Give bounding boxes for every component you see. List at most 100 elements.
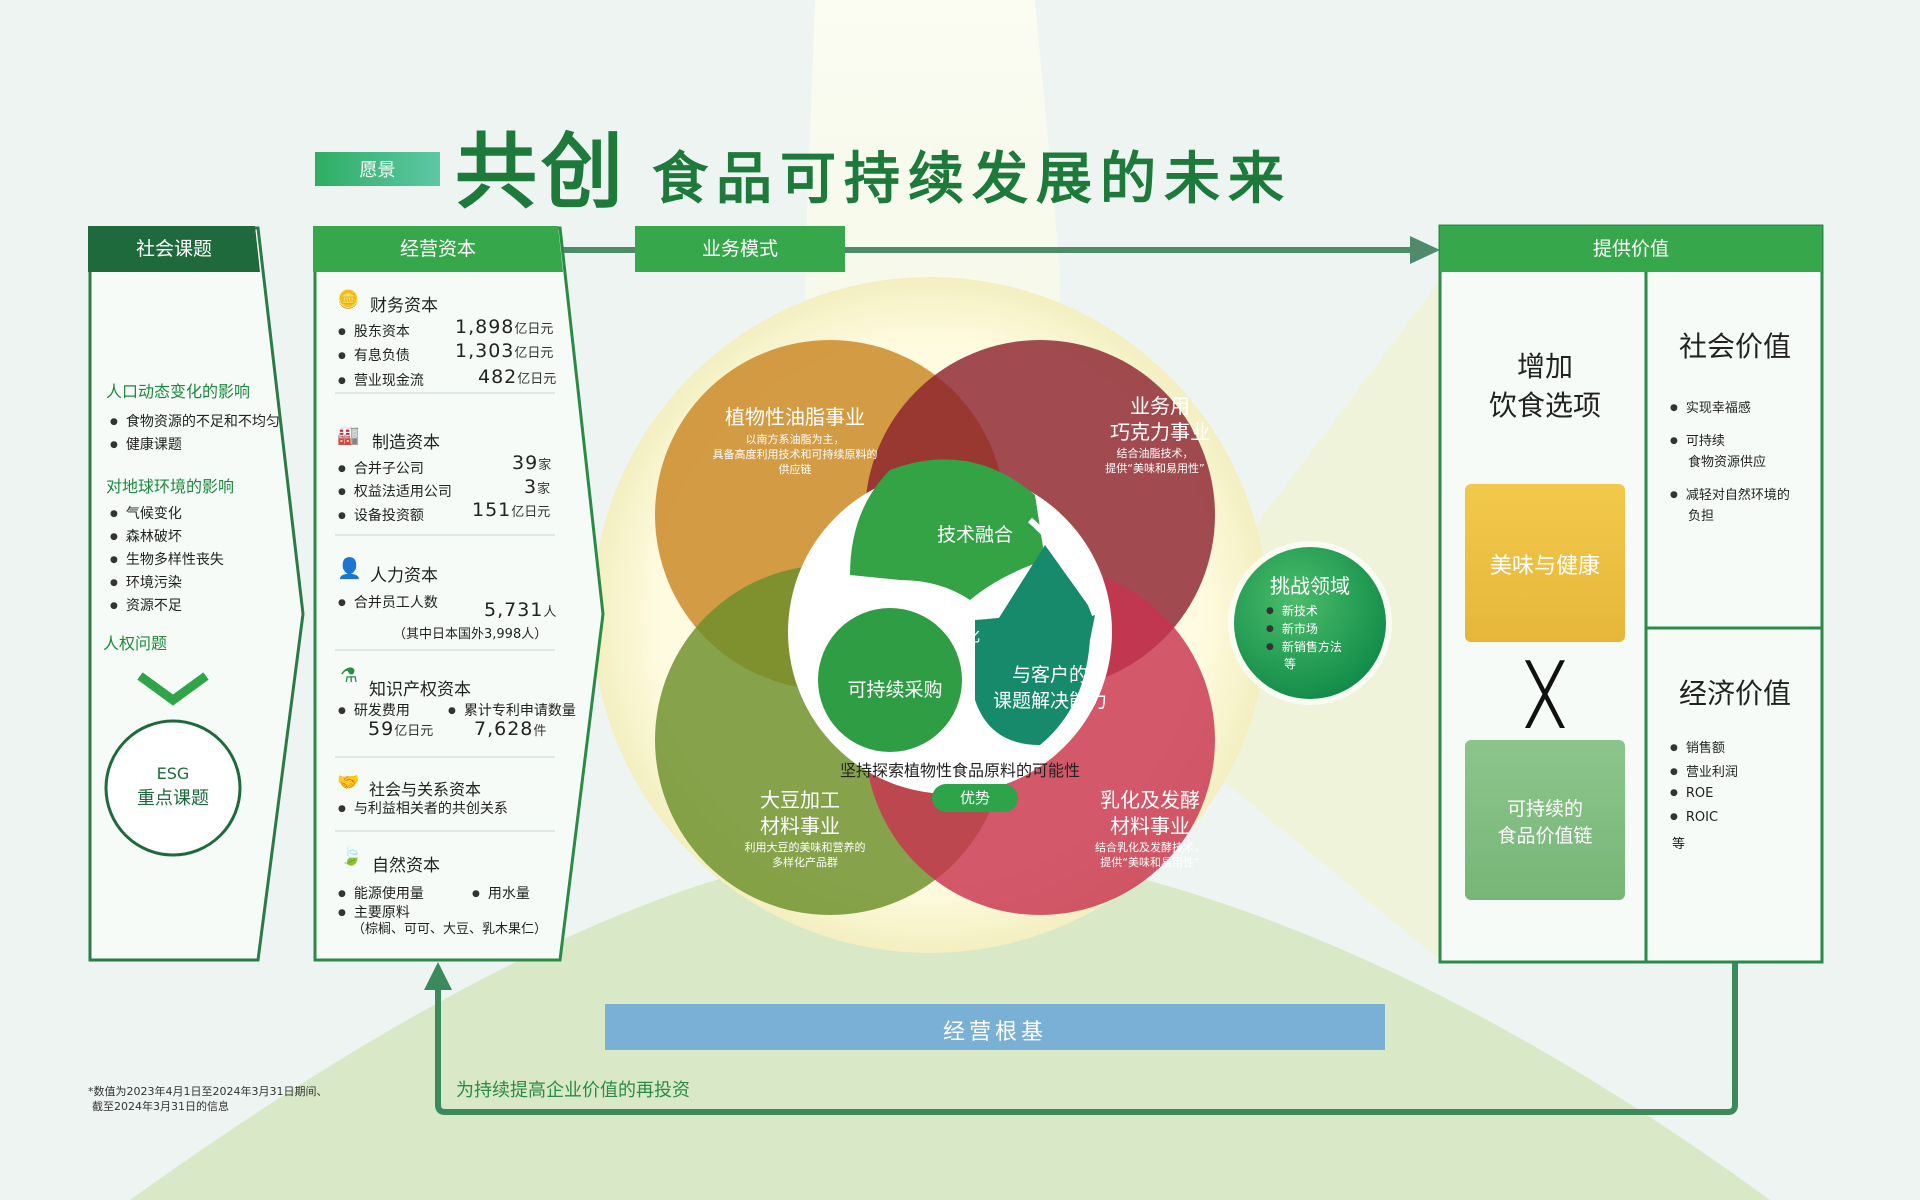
oils-fats-desc: 具备高度利用技术和可持续原料的 <box>712 448 878 461</box>
sustainable-chain-box: 食品价值链 <box>1497 825 1593 847</box>
capital-item: 用水量 <box>472 883 530 903</box>
capital-value: 151亿日元 <box>472 499 551 521</box>
capital-note: （棕榈、可可、大豆、乳木果仁） <box>352 922 548 937</box>
capital-item: 设备投资额 <box>338 505 424 525</box>
person-icon: 👤 <box>337 556 362 580</box>
soy-title: 大豆加工 <box>760 788 840 812</box>
issue-item: 资源不足 <box>110 595 182 615</box>
chocolate-title: 巧克力事业 <box>1110 420 1210 444</box>
oils-fats-title: 植物性油脂事业 <box>725 405 865 429</box>
soy-title: 材料事业 <box>760 814 840 838</box>
chocolate-desc: 提供“美味和易用性” <box>1105 462 1205 475</box>
capital-value: 1,303亿日元 <box>455 340 554 362</box>
footnote: *数值为2023年4月1日至2024年3月31日期间、 <box>88 1085 328 1098</box>
issue-item: 森林破坏 <box>110 526 182 546</box>
capital-value: 59亿日元 <box>368 718 434 740</box>
capital-note: （其中日本国外3,998人） <box>393 627 548 642</box>
issue-item: 健康课题 <box>110 434 182 454</box>
footnote: 截至2024年3月31日的信息 <box>92 1100 229 1113</box>
strength-badge: 优势 <box>959 789 990 807</box>
capital-item: 主要原料 <box>338 902 410 922</box>
sustainable-chain-box: 可持续的 <box>1506 798 1583 820</box>
core-high-value: 高附加 <box>942 604 988 622</box>
title-emphasis: 共创 <box>455 125 628 220</box>
social-value-title: 社会价值 <box>1678 330 1791 363</box>
economic-value-etc: 等 <box>1672 837 1686 852</box>
emulsion-desc: 结合乳化及发酵技术， <box>1095 841 1205 854</box>
oils-fats-desc: 供应链 <box>778 463 812 476</box>
value-heading: 提供价值 <box>1592 238 1669 260</box>
capital-title: 社会与关系资本 <box>369 780 482 799</box>
page-title: 食品可持续发展的未来 <box>652 147 1292 212</box>
handshake-icon: 🤝 <box>337 772 360 793</box>
issue-group-title: 人权问题 <box>103 634 168 653</box>
social-value-item: 减轻对自然环境的 <box>1670 484 1790 503</box>
issue-item: 食物资源的不足和不均匀 <box>110 411 280 431</box>
core-sustainable-sourcing: 可持续采购 <box>847 679 943 701</box>
core-banner: 坚持探索植物性食品原料的可能性 <box>839 761 1080 780</box>
capital-title: 知识产权资本 <box>369 680 471 700</box>
capital-value: 1,898亿日元 <box>455 316 554 338</box>
economic-value-title: 经济价值 <box>1678 677 1791 710</box>
social-value-item: 负担 <box>1688 509 1715 524</box>
core-customer-solutions: 课题解决能力 <box>992 690 1107 712</box>
capital-value: 3家 <box>524 476 551 498</box>
challenge-item: 新销售方法 <box>1266 638 1342 655</box>
cross-icon: ╳ <box>1527 660 1563 728</box>
chocolate-title: 业务用 <box>1130 394 1190 418</box>
capital-value: 482亿日元 <box>478 366 557 388</box>
capital-item: 能源使用量 <box>338 883 424 903</box>
capital-item: 累计专利申请数量 <box>448 700 576 720</box>
factory-icon: 🏭 <box>337 425 360 446</box>
leaf-icon: 🍃 <box>340 846 363 867</box>
capital-item: 合并子公司 <box>338 458 424 478</box>
economic-value-item: ROIC <box>1670 810 1718 825</box>
capital-title: 人力资本 <box>370 566 438 586</box>
oils-fats-desc: 以南方系油脂为主， <box>745 433 845 446</box>
foundation-bar: 经营根基 <box>942 1020 1047 1045</box>
social-issues-heading: 社会课题 <box>135 238 212 260</box>
issue-item: 生物多样性丧失 <box>110 549 224 569</box>
capital-value: 7,628件 <box>474 718 547 740</box>
emulsion-title: 材料事业 <box>1110 814 1190 838</box>
tasty-healthy-box: 美味与健康 <box>1489 554 1600 579</box>
emulsion-title: 乳化及发酵 <box>1100 788 1200 812</box>
vision-tag: 愿景 <box>359 160 396 181</box>
flask-icon: ⚗ <box>340 663 358 687</box>
capital-heading: 经营资本 <box>399 238 476 260</box>
capital-value: 5,731人 <box>484 599 557 621</box>
issue-item: 环境污染 <box>110 572 182 592</box>
esg-label: 重点课题 <box>137 788 209 809</box>
challenge-title: 挑战领域 <box>1270 574 1350 598</box>
challenge-etc: 等 <box>1284 657 1297 671</box>
reinvest-label: 为持续提高企业价值的再投资 <box>456 1080 690 1101</box>
capital-value: 39家 <box>512 452 552 474</box>
value-left-title: 增加 <box>1516 350 1573 383</box>
soy-desc: 多样化产品群 <box>772 856 838 869</box>
economic-value-item: 营业利润 <box>1670 761 1738 780</box>
challenge-item: 新市场 <box>1266 620 1318 637</box>
social-value-item: 食物资源供应 <box>1688 455 1767 470</box>
issue-item: 气候变化 <box>110 503 182 523</box>
capital-title: 自然资本 <box>372 856 440 876</box>
core-customer-solutions: 与客户的 <box>1011 664 1088 686</box>
social-value-item: 实现幸福感 <box>1670 397 1751 416</box>
issue-group-title: 人口动态变化的影响 <box>106 382 251 401</box>
issue-group-title: 对地球环境的影响 <box>106 477 235 496</box>
capital-item: 营业现金流 <box>338 370 424 390</box>
coins-icon: 🪙 <box>337 289 360 310</box>
value-left-title: 饮食选项 <box>1488 389 1601 422</box>
business-model-heading: 业务模式 <box>701 238 778 260</box>
chocolate-desc: 结合油脂技术， <box>1116 447 1194 460</box>
soy-desc: 利用大豆的美味和营养的 <box>744 841 866 854</box>
economic-value-item: 销售额 <box>1670 737 1725 756</box>
social-value-item: 可持续 <box>1670 430 1725 449</box>
capital-item: 合并员工人数 <box>338 592 438 612</box>
capital-item: 与利益相关者的共创关系 <box>338 798 508 818</box>
economic-value-item: ROE <box>1670 786 1713 801</box>
core-high-value: 值化 <box>949 627 980 645</box>
capital-title: 财务资本 <box>370 296 438 316</box>
capital-item: 股东资本 <box>338 321 410 341</box>
